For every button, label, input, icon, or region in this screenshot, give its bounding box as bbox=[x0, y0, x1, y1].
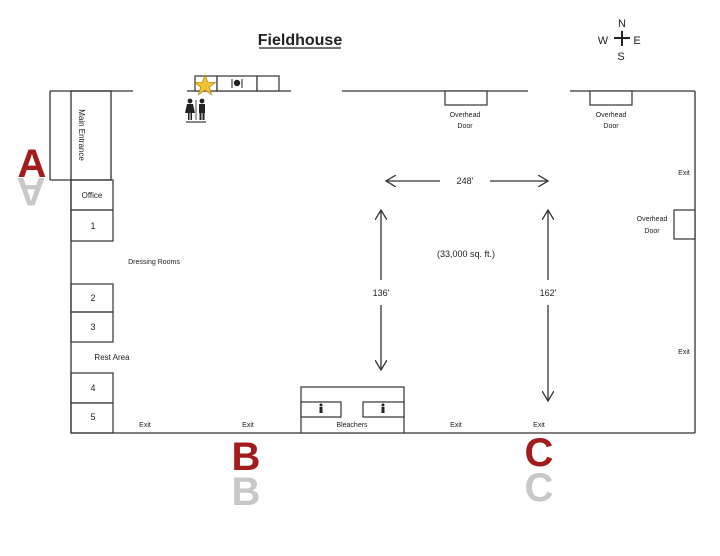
compass-rose: N W E S bbox=[598, 18, 641, 63]
main-entrance-label: Main Entrance bbox=[77, 109, 86, 161]
entrance-a-label: A bbox=[18, 142, 47, 186]
overhead-door-1-label-b: Door bbox=[457, 123, 473, 130]
entrance-a-mirror: A bbox=[17, 169, 46, 213]
area-label: (33,000 sq. ft.) bbox=[437, 249, 495, 259]
room-4-label: 4 bbox=[90, 383, 95, 393]
exit-south-1: Exit bbox=[139, 422, 151, 429]
entrance-b-label: B bbox=[232, 435, 261, 479]
entrance-b-mirror: B bbox=[232, 470, 261, 514]
depth-left-label: 136' bbox=[373, 288, 390, 298]
compass-south: S bbox=[617, 51, 624, 63]
bleachers-restroom-icon-left bbox=[319, 403, 323, 413]
overhead-door-3 bbox=[673, 209, 696, 240]
entrance-c-mirror: C bbox=[525, 466, 554, 510]
overhead-door-2 bbox=[589, 90, 633, 106]
compass-west: W bbox=[598, 35, 609, 47]
compass-north: N bbox=[618, 18, 626, 30]
rest-area-label: Rest Area bbox=[94, 353, 130, 362]
exit-east-upper: Exit bbox=[678, 170, 690, 177]
overhead-door-2-label-b: Door bbox=[603, 123, 619, 130]
dining-icon bbox=[231, 79, 243, 88]
room-2-label: 2 bbox=[90, 293, 95, 303]
overhead-door-1-label-a: Overhead bbox=[450, 112, 481, 119]
bleachers-label: Bleachers bbox=[336, 422, 368, 429]
overhead-door-2-label-a: Overhead bbox=[596, 112, 627, 119]
left-rooms bbox=[70, 179, 114, 434]
exit-east-lower: Exit bbox=[678, 349, 690, 356]
star-icon bbox=[193, 73, 217, 96]
depth-right-label: 162' bbox=[540, 288, 557, 298]
dimension-arrows bbox=[381, 181, 548, 401]
room-1-label: 1 bbox=[90, 221, 95, 231]
overhead-door-3-label-b: Door bbox=[644, 228, 660, 235]
restroom-icon bbox=[185, 98, 206, 123]
overhead-door-1 bbox=[444, 90, 488, 106]
room-5-label: 5 bbox=[90, 412, 95, 422]
bleachers-restroom-icon-right bbox=[381, 403, 385, 413]
office-label: Office bbox=[82, 191, 103, 200]
exit-south-3: Exit bbox=[450, 422, 462, 429]
room-3-label: 3 bbox=[90, 322, 95, 332]
compass-east: E bbox=[633, 35, 640, 47]
entrance-c-label: C bbox=[525, 431, 554, 475]
plan-title: Fieldhouse bbox=[258, 32, 343, 49]
exit-south-2: Exit bbox=[242, 422, 254, 429]
width-dimension-label: 248' bbox=[457, 176, 474, 186]
exit-south-4: Exit bbox=[533, 422, 545, 429]
overhead-door-3-label-a: Overhead bbox=[637, 216, 668, 223]
dressing-rooms-label: Dressing Rooms bbox=[128, 259, 180, 266]
